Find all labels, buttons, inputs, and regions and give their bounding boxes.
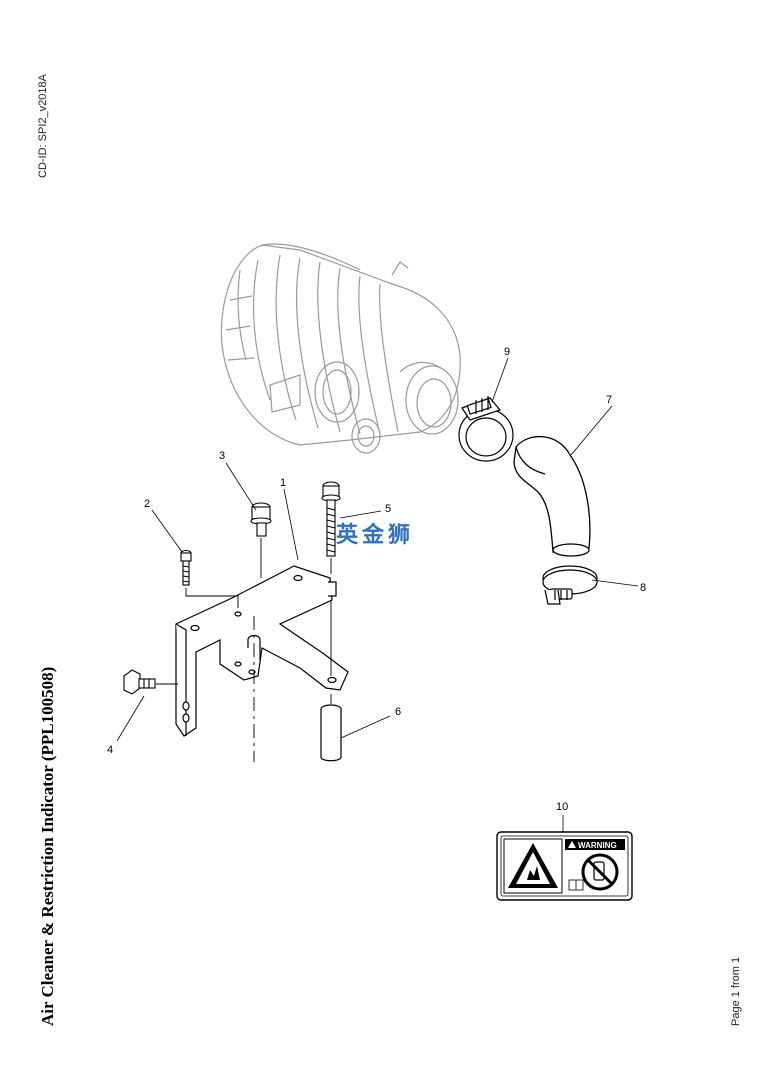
part-4-bolt (123, 669, 156, 695)
callout-8: 8 (640, 582, 646, 594)
air-cleaner-housing (220, 243, 461, 454)
warning-triangle-icon (568, 841, 576, 848)
part-5-long-bolt (321, 481, 341, 557)
callout-9: 9 (504, 346, 510, 358)
callout-6: 6 (395, 706, 401, 718)
part-6-spacer (320, 704, 342, 762)
leader-lines (116, 357, 639, 833)
part-9-hose-clamp (458, 396, 514, 462)
callout-10: 10 (556, 801, 568, 813)
part-7-elbow-hose (513, 435, 591, 557)
part-10-warning-decal: WARNING (496, 831, 633, 901)
callout-7: 7 (606, 394, 612, 406)
watermark-text: 英金狮 (336, 523, 415, 548)
part-2-bolt (180, 549, 192, 586)
assembly-lines (156, 538, 332, 762)
callout-4: 4 (107, 744, 113, 756)
callout-2: 2 (144, 498, 150, 510)
callout-1: 1 (280, 477, 286, 489)
part-1-mounting-bracket (175, 565, 349, 737)
part-3-bolt (250, 502, 272, 537)
part-8-hose-clamp (542, 565, 598, 605)
callout-5: 5 (385, 503, 391, 515)
warning-signal-word: WARNING (578, 841, 617, 850)
callout-3: 3 (219, 450, 225, 462)
